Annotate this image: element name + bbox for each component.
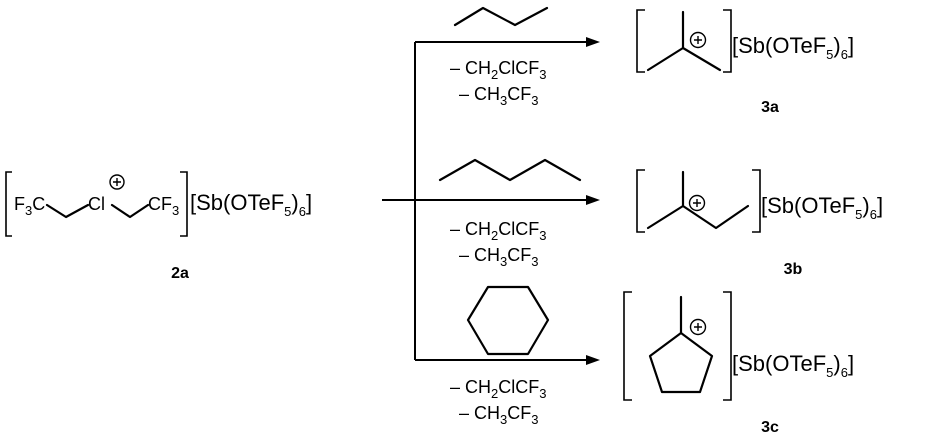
chloronium-charge-icon: [109, 174, 125, 190]
byproduct-line1: – CH2ClCF3: [450, 377, 546, 401]
carbocation-charge-icon: [688, 194, 706, 212]
arrowhead-3c-icon: [586, 355, 600, 365]
carbocation-charge-icon: [689, 318, 707, 336]
reactant-bonds: [45, 203, 150, 219]
product-3b-bracket-left: [636, 169, 645, 233]
pentane-reagent: [438, 158, 582, 182]
byproduct-line2: – CH3CF3: [459, 84, 538, 108]
byproduct-line2: – CH3CF3: [459, 403, 538, 427]
reactant-2a: F3C Cl CF3 [Sb(OTeF5)6] 2a: [5, 171, 312, 282]
reactant-cf3-group: CF3: [148, 194, 179, 218]
tert-butyl-cation-skeleton: [646, 10, 722, 72]
reactant-bracket-left: [5, 171, 12, 237]
product-3a: [Sb(OTeF5)6] 3a: [636, 9, 854, 116]
product-3c-bracket-right: [723, 291, 732, 401]
product-3c: [Sb(OTeF5)6] 3c: [623, 291, 854, 436]
product-3b-bracket-right: [752, 169, 761, 233]
byproduct-line1: – CH2ClCF3: [450, 219, 546, 243]
reactant-chlorine: Cl: [88, 194, 105, 214]
product-3a-counteranion: [Sb(OTeF5)6]: [732, 33, 854, 62]
butane-reagent: [453, 6, 549, 27]
product-3a-bracket-right: [723, 9, 732, 73]
product-3a-label: 3a: [761, 99, 779, 116]
byproducts-3b: – CH2ClCF3 – CH3CF3: [450, 219, 546, 269]
carbocation-charge-icon: [689, 31, 707, 49]
arrowhead-3b-icon: [586, 195, 600, 205]
product-3b-label: 3b: [784, 261, 803, 278]
product-3a-bracket-left: [636, 9, 645, 73]
tert-amyl-cation-skeleton: [646, 170, 750, 230]
byproduct-line2: – CH3CF3: [459, 245, 538, 269]
reactant-f3c-group: F3C: [14, 194, 45, 218]
cyclopentyl-ring: [648, 331, 714, 394]
product-3c-counteranion: [Sb(OTeF5)6]: [732, 351, 854, 380]
product-3c-label: 3c: [761, 419, 779, 436]
product-3b-counteranion: [Sb(OTeF5)6]: [761, 193, 883, 222]
reactant-counteranion: [Sb(OTeF5)6]: [190, 190, 312, 219]
arrowhead-3a-icon: [586, 37, 600, 47]
product-3c-bracket-left: [623, 291, 632, 401]
reactant-bracket-right: [180, 171, 188, 237]
byproducts-3c: – CH2ClCF3 – CH3CF3: [450, 377, 546, 427]
reactant-label: 2a: [171, 265, 189, 282]
byproducts-3a: – CH2ClCF3 – CH3CF3: [450, 58, 546, 108]
product-3b: [Sb(OTeF5)6] 3b: [636, 169, 883, 278]
byproduct-line1: – CH2ClCF3: [450, 58, 546, 82]
reaction-arrows: [382, 37, 600, 365]
cyclohexane-reagent: [466, 285, 550, 356]
